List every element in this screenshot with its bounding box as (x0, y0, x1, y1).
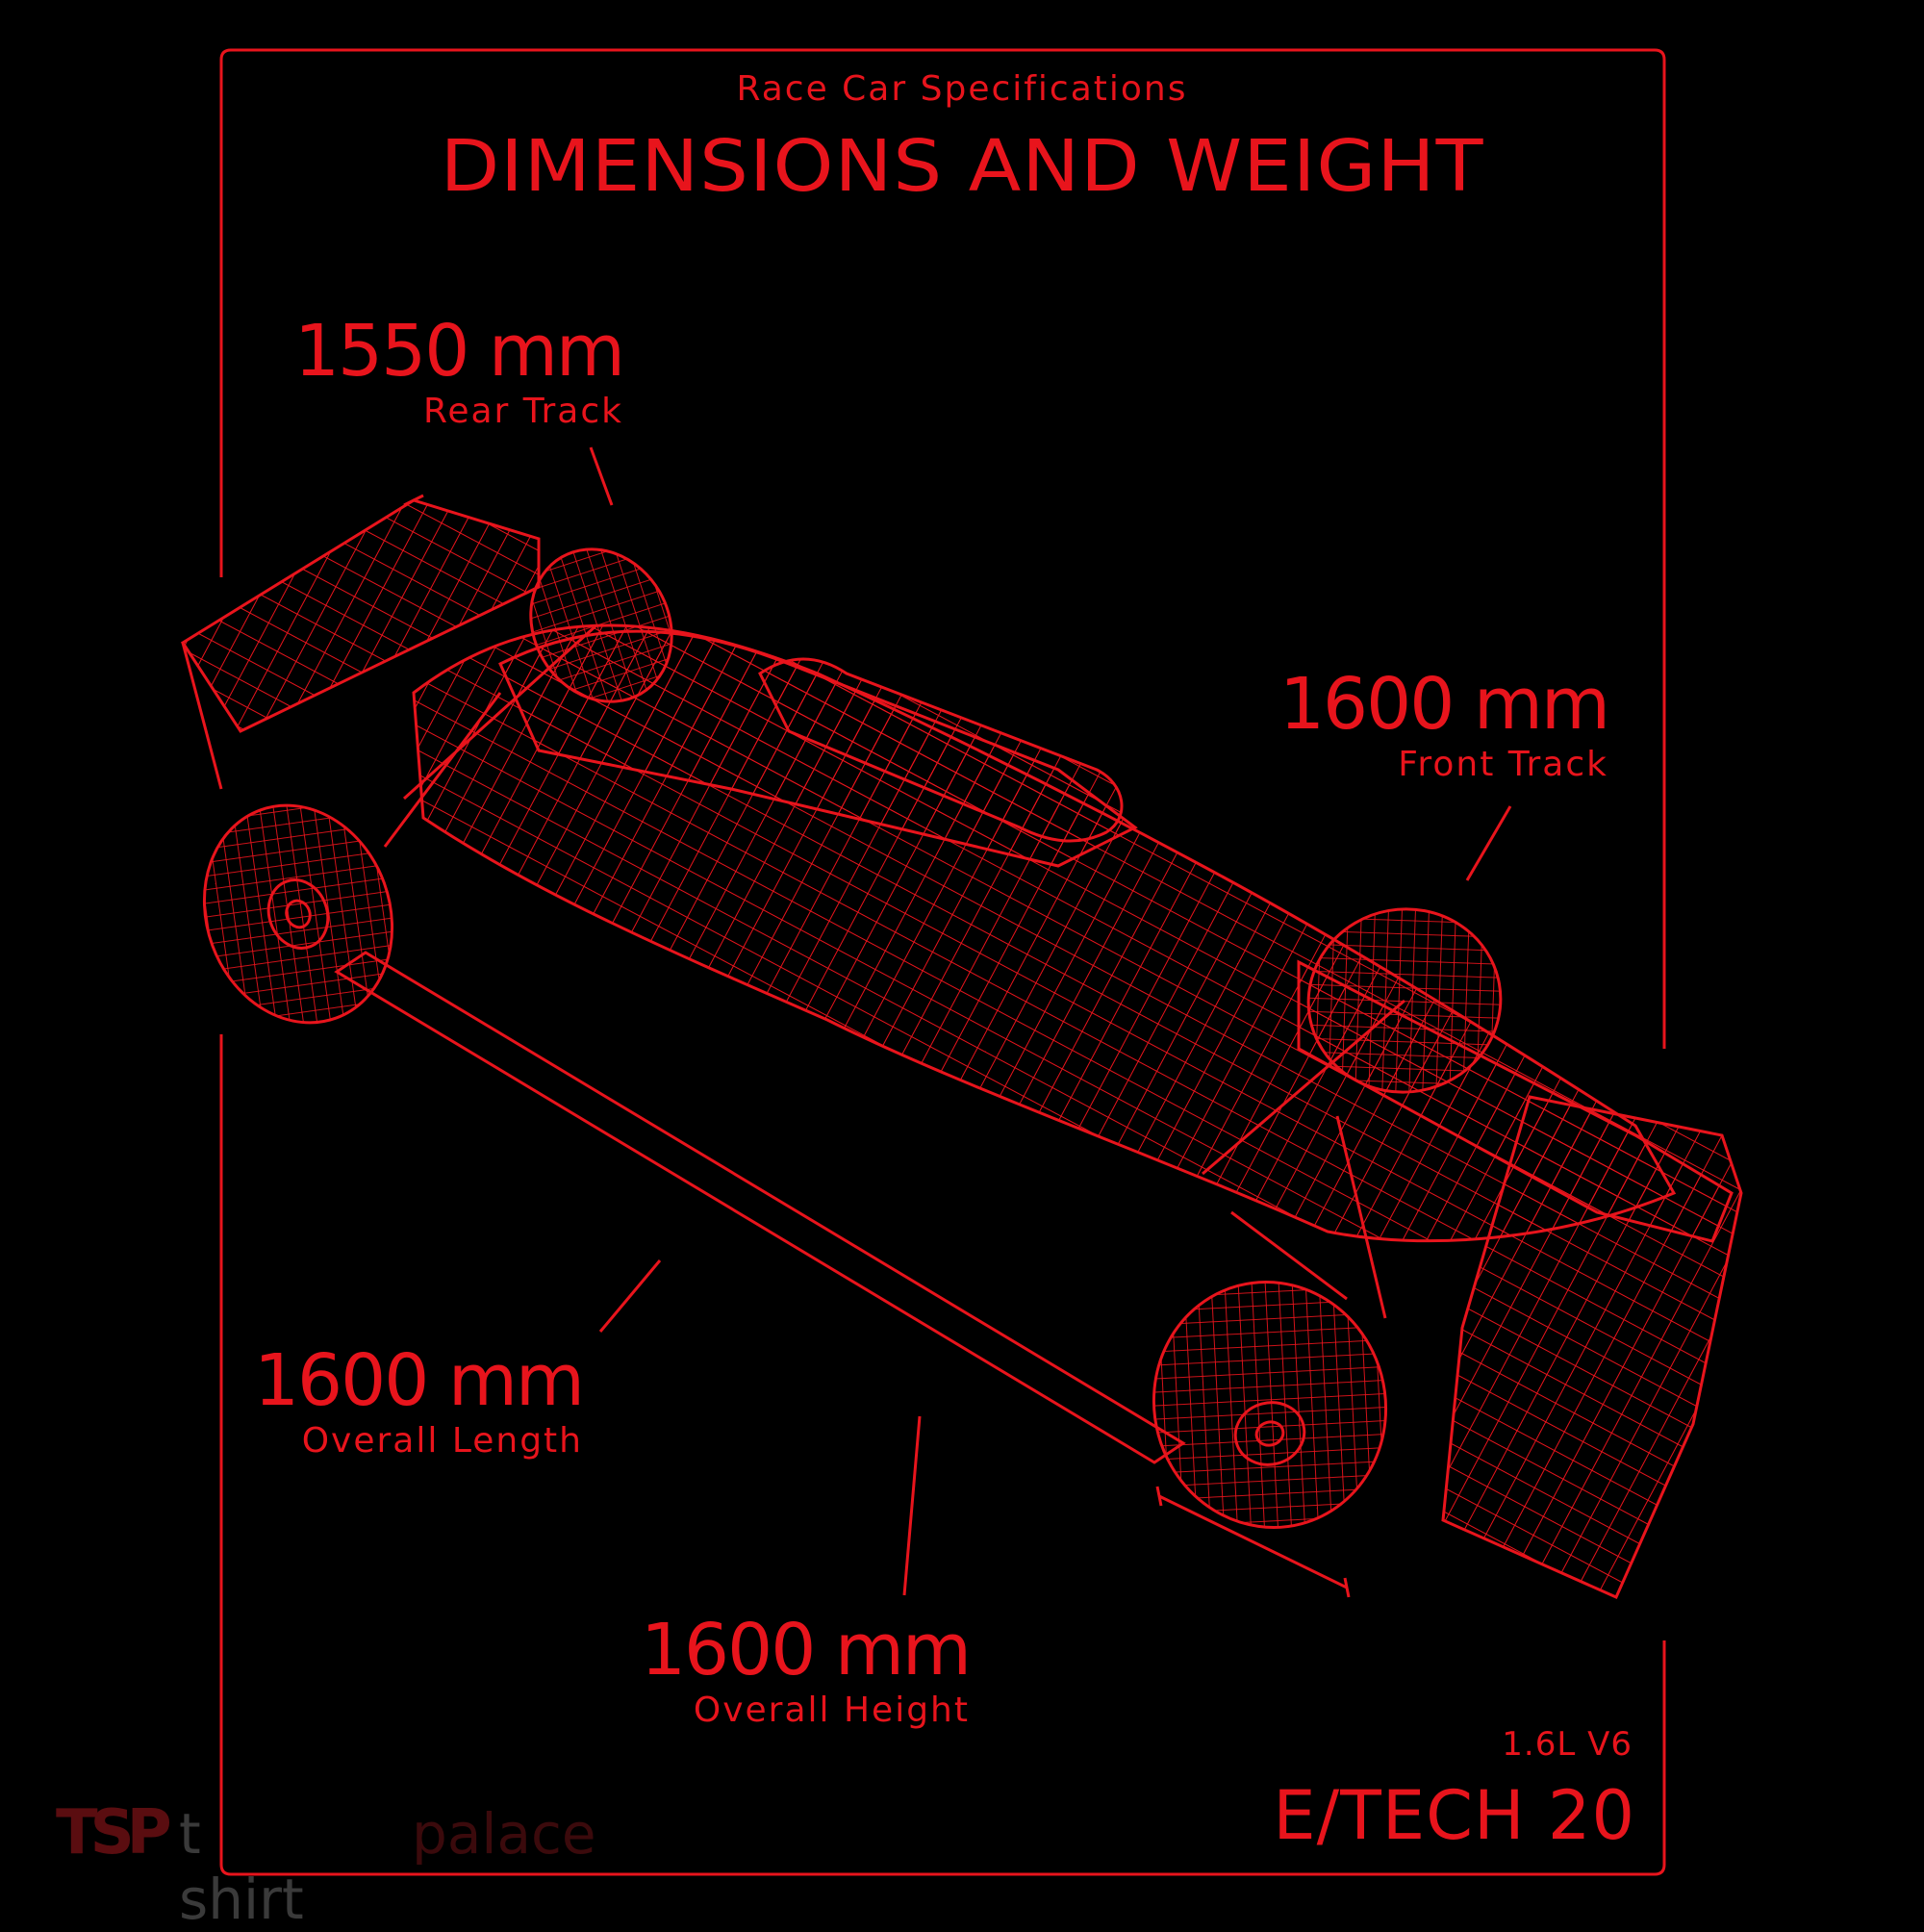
frame-border (219, 48, 1666, 1876)
overall-height-value: 1600 mm (640, 1609, 972, 1691)
overall-height-spec: 1600 mm Overall Height (640, 1609, 972, 1730)
leader-lines (589, 446, 1512, 1598)
overall-height-label: Overall Height (693, 1690, 970, 1730)
rear-track-label: Rear Track (422, 392, 623, 431)
engine-spec: 1.6L V6 (1502, 1725, 1633, 1764)
front-track-label: Front Track (1398, 745, 1608, 784)
watermark-logo: TSP (56, 1797, 172, 1868)
watermark-text-b: palace (412, 1801, 596, 1867)
front-track-value: 1600 mm (1278, 663, 1610, 746)
overall-length-label: Overall Length (301, 1421, 583, 1461)
race-car-wireframe-icon (180, 494, 1743, 1599)
rear-track-value: 1550 mm (293, 310, 625, 393)
front-track-spec: 1600 mm Front Track (1278, 663, 1610, 784)
rear-track-spec: 1550 mm Rear Track (293, 310, 625, 431)
page-subtitle: Race Car Specifications (736, 69, 1188, 109)
overall-length-spec: 1600 mm Overall Length (253, 1339, 585, 1461)
page-title: DIMENSIONS AND WEIGHT (440, 124, 1484, 208)
model-name: E/TECH 20 (1273, 1776, 1635, 1855)
overall-length-value: 1600 mm (253, 1339, 585, 1422)
watermark-text-a: t shirt (179, 1801, 304, 1932)
